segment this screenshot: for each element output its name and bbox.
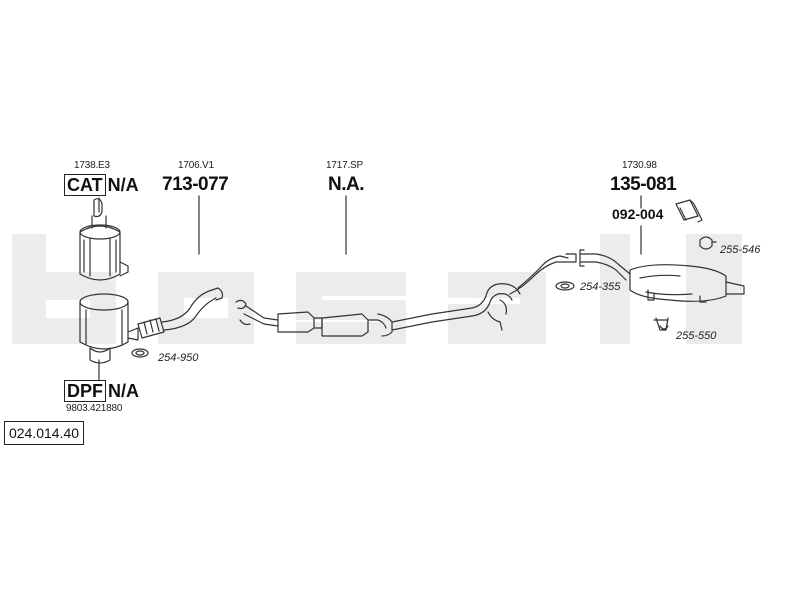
fitting-code-254-355: 254-355 (580, 281, 621, 293)
gasket-254-950 (131, 348, 149, 358)
cat-label: CAT N/A (64, 174, 139, 196)
catalog-number: 024.014.40 (4, 421, 84, 445)
cat-ref: 1738.E3 (74, 160, 110, 171)
fitting-code-255-546: 255-546 (720, 244, 761, 256)
hanger-255-546 (699, 236, 717, 250)
accessory-number: 092-004 (612, 206, 664, 222)
watermark-letters (12, 234, 742, 344)
accessory-092-004-part (675, 199, 703, 223)
middle-pipe-ref: 1717.SP (326, 160, 363, 171)
hanger-255-550 (653, 317, 669, 331)
cat-box: CAT (64, 174, 106, 196)
middle-pipe-number: N.A. (328, 174, 365, 195)
rear-silencer-part (579, 249, 745, 303)
dpf-value: N/A (108, 381, 139, 401)
fitting-code-255-550: 255-550 (676, 330, 717, 342)
catalyst-part (79, 198, 129, 281)
dpf-box: DPF (64, 380, 106, 402)
middle-pipe-part (235, 253, 577, 337)
dpf-ref: 9803.421880 (66, 403, 123, 414)
cat-value: N/A (107, 175, 139, 195)
rear-silencer-ref: 1730.98 (622, 160, 657, 171)
fitting-code-254-950: 254-950 (158, 352, 199, 364)
gasket-254-355 (555, 281, 575, 291)
front-pipe-number: 713-077 (162, 174, 229, 195)
front-pipe-part (137, 287, 224, 339)
dpf-part (79, 293, 139, 364)
front-pipe-ref: 1706.V1 (178, 160, 214, 171)
rear-silencer-number: 135-081 (610, 174, 677, 195)
dpf-label: DPF N/A (64, 380, 139, 402)
